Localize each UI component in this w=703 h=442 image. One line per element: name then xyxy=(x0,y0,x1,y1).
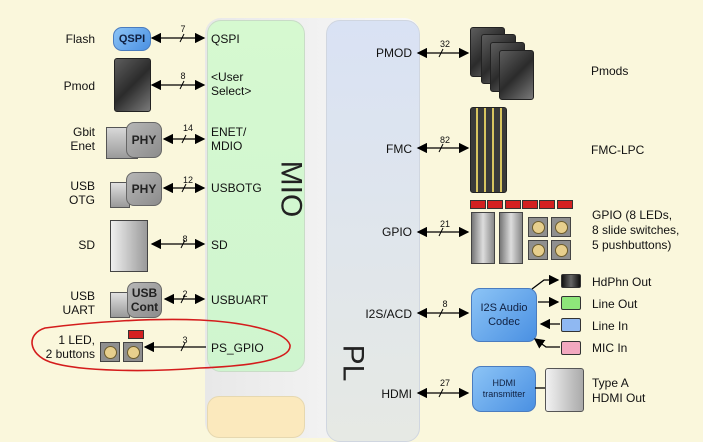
sd-card-slot-icon xyxy=(110,220,148,272)
port-usbuart: USBUART xyxy=(211,293,269,307)
gpio-pushbutton-icon-4[interactable] xyxy=(551,240,571,260)
gpio-led-icon-1 xyxy=(470,200,486,209)
bus-width-enet: 14 xyxy=(182,123,193,133)
pmod-label: Pmod xyxy=(63,79,95,93)
hdmi-connector-icon xyxy=(545,368,584,412)
sd-label: SD xyxy=(78,238,95,252)
gpio-led-icon-4 xyxy=(522,200,538,209)
slide-switch-icon-2[interactable] xyxy=(499,212,523,264)
bus-width-pmod-pl: 32 xyxy=(439,39,450,49)
pl-panel xyxy=(326,20,420,442)
pmod-card-icon xyxy=(114,58,151,112)
line-out-label: Line Out xyxy=(592,297,638,311)
gpio-description-line-3: 5 pushbuttons) xyxy=(592,238,672,252)
headphone-out-jack-icon xyxy=(561,274,581,288)
pmods-label: Pmods xyxy=(591,64,629,78)
gpio-description-line-2: 8 slide switches, xyxy=(592,223,680,237)
port-hdmi: HDMI xyxy=(381,387,412,401)
fmc-lpc-label: FMC-LPC xyxy=(591,143,645,157)
gpio-description-line-1: GPIO (8 LEDs, xyxy=(592,208,673,222)
qspi-chip: QSPI xyxy=(113,27,151,51)
port-i2s-acd: I2S/ACD xyxy=(365,307,412,321)
bus-width-gpio: 21 xyxy=(439,219,450,229)
red-annotation-circle xyxy=(31,318,291,372)
connection-wires xyxy=(31,32,560,399)
gpio-pushbutton-icon-2[interactable] xyxy=(551,217,571,237)
ps-button-1-icon[interactable] xyxy=(100,342,120,362)
enet-phy-chip: PHY xyxy=(126,122,162,158)
pmod-card-icon-4 xyxy=(499,50,534,100)
gpio-description: GPIO (8 LEDs, 8 slide switches, 5 pushbu… xyxy=(592,208,679,253)
led-buttons-label: 1 LED,2 buttons xyxy=(45,333,95,361)
mio-panel xyxy=(207,20,305,372)
bus-width-pmod: 8 xyxy=(180,71,186,81)
bus-width-hdmi: 27 xyxy=(439,378,450,388)
ps-button-2-icon[interactable] xyxy=(123,342,143,362)
hdmi-out-label: Type A HDMI Out xyxy=(592,376,645,406)
bus-width-qspi: 7 xyxy=(180,24,186,34)
fmc-connector-icon xyxy=(470,107,507,193)
otg-phy-chip: PHY xyxy=(126,172,162,206)
hdmi-out-label-line-1: Type A xyxy=(592,376,629,390)
bus-width-i2s: 8 xyxy=(442,299,448,309)
port-ps-gpio: PS_GPIO xyxy=(211,341,264,355)
gpio-led-icon-2 xyxy=(487,200,503,209)
port-usbotg: USBOTG xyxy=(211,181,262,195)
bus-width-fmc: 82 xyxy=(439,135,450,145)
flash-label: Flash xyxy=(65,32,95,46)
port-sd: SD xyxy=(211,238,228,252)
mic-in-jack-icon xyxy=(561,341,581,355)
ps-led-icon xyxy=(128,330,144,339)
port-enet-mdio: ENET/MDIO xyxy=(211,125,247,153)
mic-in-label: MIC In xyxy=(592,341,628,355)
port-fmc: FMC xyxy=(386,142,412,156)
gpio-pushbutton-icon-3[interactable] xyxy=(528,240,548,260)
bus-width-ps-gpio: 3 xyxy=(182,335,188,345)
hdmi-out-label-line-2: HDMI Out xyxy=(592,391,646,405)
wire-hdphn-out xyxy=(531,274,560,290)
bus-width-usbotg: 12 xyxy=(182,175,193,185)
line-out-jack-icon xyxy=(561,296,581,310)
port-pmod: PMOD xyxy=(376,46,412,60)
hdphn-out-label: HdPhn Out xyxy=(592,275,652,289)
gpio-led-icon-5 xyxy=(539,200,555,209)
gpio-led-icon-3 xyxy=(505,200,521,209)
line-in-jack-icon xyxy=(561,318,581,332)
gpio-led-icon-6 xyxy=(557,200,573,209)
port-gpio: GPIO xyxy=(381,225,412,239)
wire-mic-in xyxy=(533,338,560,349)
gpio-pushbutton-icon-1[interactable] xyxy=(528,217,548,237)
slide-switch-icon-1[interactable] xyxy=(471,212,495,264)
line-in-label: Line In xyxy=(592,319,629,333)
port-qspi: QSPI xyxy=(211,32,240,46)
